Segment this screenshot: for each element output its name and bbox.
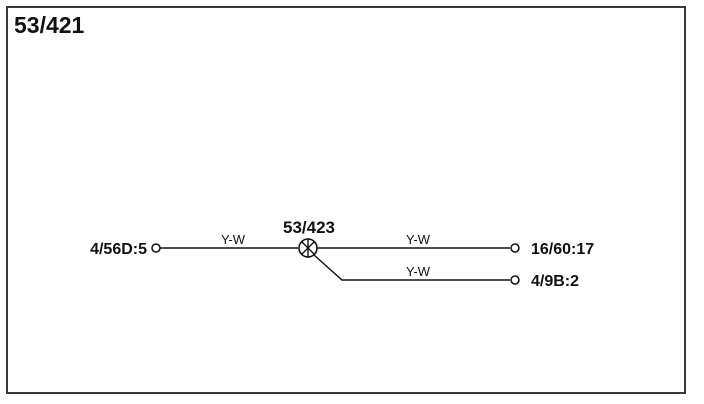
diagram-title: 53/421 bbox=[14, 12, 85, 38]
diagram-frame bbox=[6, 6, 686, 394]
splice-icon bbox=[298, 238, 318, 258]
connector-right-top: 16/60:17 bbox=[510, 241, 594, 258]
connector-left: 4/56D:5 bbox=[90, 241, 161, 258]
connector-label-right-bottom: 4/9B:2 bbox=[531, 273, 579, 290]
terminal-left-icon bbox=[151, 243, 161, 253]
splice-node: 53/423 bbox=[283, 218, 335, 258]
terminal-right-top-icon bbox=[510, 243, 520, 253]
connector-label-left: 4/56D:5 bbox=[90, 241, 147, 258]
wire-label-right-top: Y-W bbox=[406, 232, 431, 247]
splice-label: 53/423 bbox=[283, 218, 335, 237]
terminal-right-bottom-icon bbox=[510, 275, 520, 285]
connector-label-right-top: 16/60:17 bbox=[531, 241, 594, 258]
wire-label-left: Y-W bbox=[221, 232, 246, 247]
wire-label-right-bottom: Y-W bbox=[406, 264, 431, 279]
wire-right-bottom bbox=[313, 254, 510, 281]
connector-right-bottom: 4/9B:2 bbox=[510, 273, 579, 290]
